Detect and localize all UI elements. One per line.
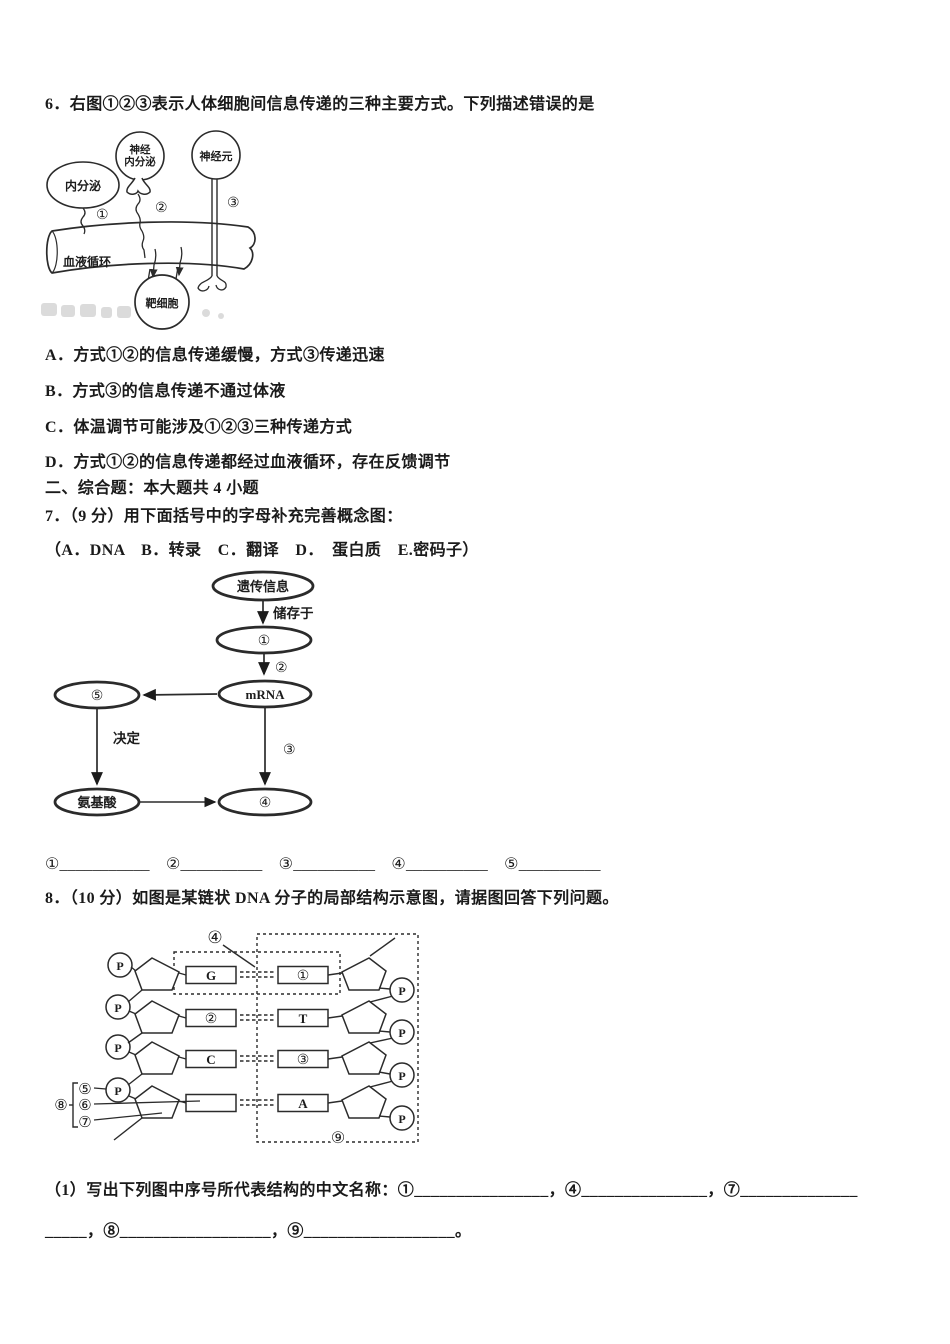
determine-label: 决定 bbox=[113, 730, 140, 746]
q7-answer-blanks: ①___________ ②__________ ③__________ ④__… bbox=[45, 856, 601, 873]
question-7-stem: 7．（9 分）用下面括号中的字母补充完善概念图： bbox=[45, 508, 403, 525]
base-a-label: A bbox=[298, 1096, 308, 1111]
amino-acid-label: 氨基酸 bbox=[76, 795, 117, 810]
dna-label-6: ⑥ bbox=[78, 1098, 91, 1114]
base-1-label: ① bbox=[297, 969, 310, 984]
endocrine-label: 内分泌 bbox=[65, 178, 101, 193]
dna-label-8: ⑧ bbox=[54, 1098, 67, 1114]
pathway-3-axon bbox=[197, 179, 227, 292]
right-strand-dashed-box bbox=[256, 933, 419, 1143]
amino-acid-node: 氨基酸 bbox=[53, 787, 141, 817]
section-2-header: 二、综合题：本大题共 4 小题 bbox=[45, 480, 260, 497]
neuron-node: 神经元 bbox=[191, 130, 241, 180]
strand-continuation-line bbox=[113, 1117, 143, 1141]
concept-node-1-label: ① bbox=[258, 634, 271, 649]
phosphate-label: P bbox=[398, 1026, 405, 1040]
q6-option-a: A．方式①②的信息传递缓慢，方式③传递迅速 bbox=[45, 347, 385, 364]
neuroendocrine-label-1: 神经 bbox=[130, 143, 151, 156]
dna-label-5: ⑤ bbox=[78, 1082, 91, 1098]
arrow-3-label: ③ bbox=[283, 743, 296, 758]
blood-vessel-shape bbox=[45, 221, 256, 274]
pathway-3-label: ③ bbox=[227, 196, 240, 211]
q7-letter-choices: （A．DNA B．转录 C．翻译 D． 蛋白质 E.密码子） bbox=[45, 542, 479, 559]
label-4-pointer bbox=[222, 944, 256, 968]
arrow-2-label: ② bbox=[275, 661, 288, 676]
q6-option-c: C．体温调节可能涉及①②③三种传递方式 bbox=[45, 419, 353, 436]
genetic-info-label: 遗传信息 bbox=[236, 579, 289, 594]
mrna-label: mRNA bbox=[246, 687, 286, 702]
base-c-label: C bbox=[206, 1052, 215, 1067]
genetic-info-node: 遗传信息 bbox=[211, 570, 315, 602]
strand-continuation-line bbox=[369, 937, 396, 957]
concept-node-5-label: ⑤ bbox=[91, 689, 104, 704]
base-t-label: T bbox=[299, 1011, 308, 1026]
label-5-pointer bbox=[93, 1087, 107, 1090]
neuroendocrine-label-2: 内分泌 bbox=[124, 155, 156, 168]
phosphate-label: P bbox=[114, 1001, 121, 1015]
phosphate-label: P bbox=[398, 984, 405, 998]
q6-option-d: D．方式①②的信息传递都经过血液循环，存在反馈调节 bbox=[45, 454, 451, 471]
pathway-2-label: ② bbox=[155, 201, 168, 216]
bracket bbox=[72, 1082, 78, 1128]
left-pointer-labels: ⑤ ⑥ ⑦ ⑧ bbox=[54, 1082, 201, 1131]
base-2-label: ② bbox=[205, 1012, 218, 1027]
label-7-pointer bbox=[93, 1112, 163, 1121]
label-6-pointer bbox=[93, 1100, 201, 1105]
concept-node-4: ④ bbox=[217, 787, 313, 817]
phosphate-label: P bbox=[398, 1069, 405, 1083]
dna-label-9: ⑨ bbox=[331, 1130, 345, 1147]
sugar-pentagon bbox=[341, 957, 387, 991]
pathway-1-label: ① bbox=[96, 208, 109, 223]
stored-in-label: 储存于 bbox=[272, 605, 314, 621]
pathway-2-wavy-line bbox=[135, 193, 146, 259]
pathway-1-wavy-line bbox=[80, 207, 86, 235]
concept-node-4-label: ④ bbox=[259, 796, 272, 811]
base-3-label: ③ bbox=[297, 1053, 310, 1068]
right-strand: ① T ③ A P P bbox=[277, 937, 415, 1131]
target-cell-label: 靶细胞 bbox=[146, 296, 179, 310]
neuroendocrine-node: 神经 内分泌 bbox=[115, 131, 165, 195]
phosphate-label: P bbox=[114, 1041, 121, 1055]
dna-label-4: ④ bbox=[207, 928, 222, 947]
q7-concept-map: 遗传信息 储存于 ① ② mRNA ⑤ 决定 ③ 氨基酸 bbox=[53, 570, 315, 817]
q6-cell-communication-diagram: 内分泌 神经 内分泌 神经元 ① ② ③ 血液循环 bbox=[41, 130, 256, 330]
dna-label-7: ⑦ bbox=[78, 1115, 91, 1131]
q8-part1-line1: （1）写出下列图中序号所代表结构的中文名称：①________________，… bbox=[45, 1182, 858, 1199]
sugar-pentagon bbox=[134, 1041, 180, 1075]
label-9-backing bbox=[329, 1128, 347, 1146]
sugar-pentagon bbox=[341, 1041, 387, 1075]
left-strand: P P P P G ② bbox=[105, 952, 237, 1141]
endocrine-node: 内分泌 bbox=[46, 161, 120, 209]
mrna-node: mRNA bbox=[217, 679, 313, 709]
q6-option-b: B．方式③的信息传递不通过体液 bbox=[45, 383, 286, 400]
empty-base-rect bbox=[185, 1093, 237, 1113]
sugar-pentagon bbox=[134, 957, 180, 991]
q8-part1-line2: _____，⑧__________________，⑨_____________… bbox=[45, 1223, 472, 1240]
concept-node-1: ① bbox=[215, 625, 313, 655]
sugar-pentagon bbox=[341, 1000, 387, 1034]
target-cell-node: 靶细胞 bbox=[134, 274, 190, 330]
q8-dna-structure-diagram: ④ P P P P bbox=[54, 928, 419, 1147]
base-g-label: G bbox=[206, 968, 216, 983]
neuron-label: 神经元 bbox=[200, 149, 233, 163]
phosphate-label: P bbox=[398, 1112, 405, 1126]
sugar-pentagon bbox=[341, 1085, 387, 1119]
question-8-stem: 8．（10 分）如图是某链状 DNA 分子的局部结构示意图，请据图回答下列问题。 bbox=[45, 890, 619, 907]
sugar-pentagon bbox=[134, 1000, 180, 1034]
phosphate-label: P bbox=[114, 1084, 121, 1098]
phosphate-label: P bbox=[116, 959, 123, 973]
arrow-mrna-to-5 bbox=[142, 688, 218, 701]
blood-circulation-label: 血液循环 bbox=[63, 254, 111, 269]
question-6-stem: 6．右图①②③表示人体细胞间信息传递的三种主要方式。下列描述错误的是 bbox=[45, 96, 595, 113]
concept-node-5: ⑤ bbox=[53, 680, 141, 710]
scan-artifact bbox=[41, 303, 224, 319]
